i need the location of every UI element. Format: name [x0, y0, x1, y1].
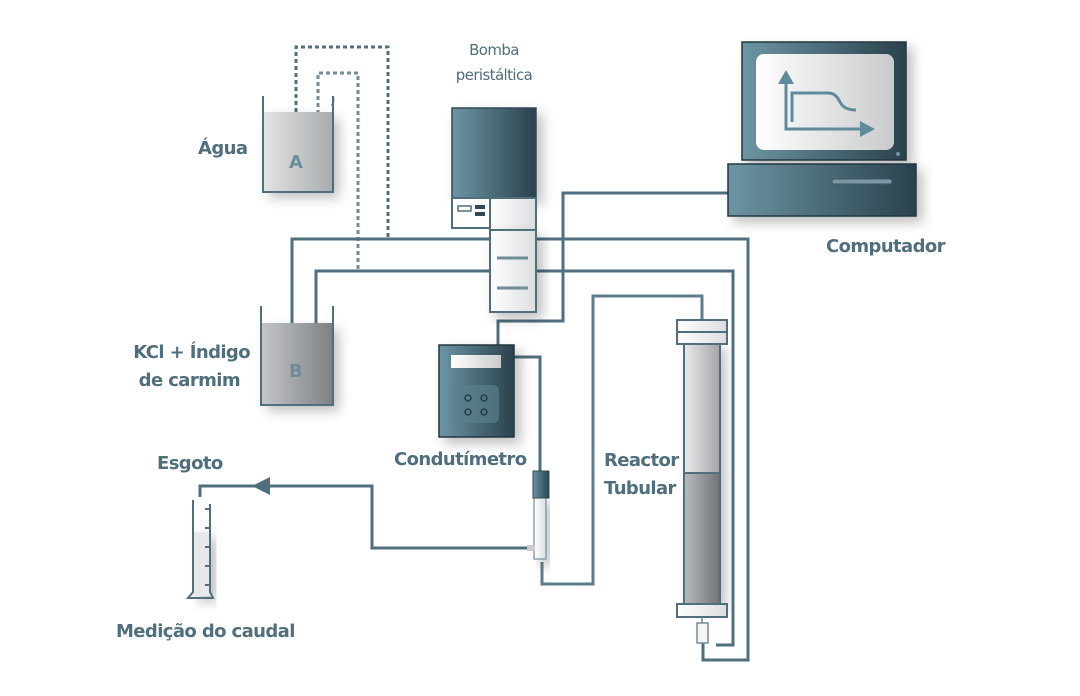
pipe-probe-to-sewer: [198, 484, 530, 550]
computer-case: [727, 163, 917, 217]
pipe-pump-to-reactor-bottom-inner: [536, 269, 735, 647]
peristaltic-pump: [451, 107, 537, 313]
dashed-line-water-outer: [294, 45, 390, 238]
disk-slot-icon: [831, 178, 893, 185]
label-computer: Computador: [826, 236, 946, 257]
graph-icon: [784, 82, 862, 131]
reactor-upper-section: [683, 341, 721, 474]
conductimeter: [438, 344, 515, 438]
tubular-reactor: [676, 319, 728, 644]
computer: [727, 41, 917, 217]
conductivity-probe: [527, 470, 550, 560]
pipe-b-to-pump-2: [314, 269, 490, 350]
cable-conductimeter-to-probe: [514, 355, 542, 473]
reactor-lower-section: [683, 472, 721, 605]
pipe-network: [198, 45, 750, 662]
label-reactor-line2: Tubular: [604, 478, 676, 499]
label-sewer: Esgoto: [157, 453, 223, 474]
label-kcl-indigo: KCl + Índigo: [133, 342, 250, 363]
pipe-pump-to-reactor-bottom-outer: [536, 237, 750, 662]
pump-tube-cassette: [489, 229, 537, 313]
tank-a: [262, 95, 335, 193]
label-conductimeter: Condutímetro: [394, 449, 527, 470]
cable-computer-to-conductimeter: [496, 191, 728, 345]
keypad-buttons-icon: [464, 394, 488, 416]
pipe-b-to-pump-1: [290, 237, 490, 350]
label-pump-line2: peristáltica: [455, 66, 533, 84]
keypad: [453, 385, 499, 423]
pump-display-icon: [457, 205, 472, 212]
label-kcl-indigo-line2: de carmim: [138, 370, 241, 391]
label-tank-b: B: [289, 361, 303, 382]
monitor-screen: [756, 54, 894, 150]
pump-head: [451, 107, 537, 199]
conductimeter-display: [451, 355, 501, 368]
label-pump: Bomba: [469, 41, 519, 59]
label-reactor: Reactor: [604, 450, 679, 471]
graduated-cylinder: [185, 500, 215, 599]
label-flow-measurement: Medição do caudal: [116, 621, 295, 642]
tank-b: [260, 306, 334, 406]
flow-arrow-icon: [252, 477, 270, 495]
pipe-reactor-to-probe: [540, 294, 704, 586]
label-water: Água: [198, 138, 248, 159]
label-tank-a: A: [289, 152, 303, 173]
